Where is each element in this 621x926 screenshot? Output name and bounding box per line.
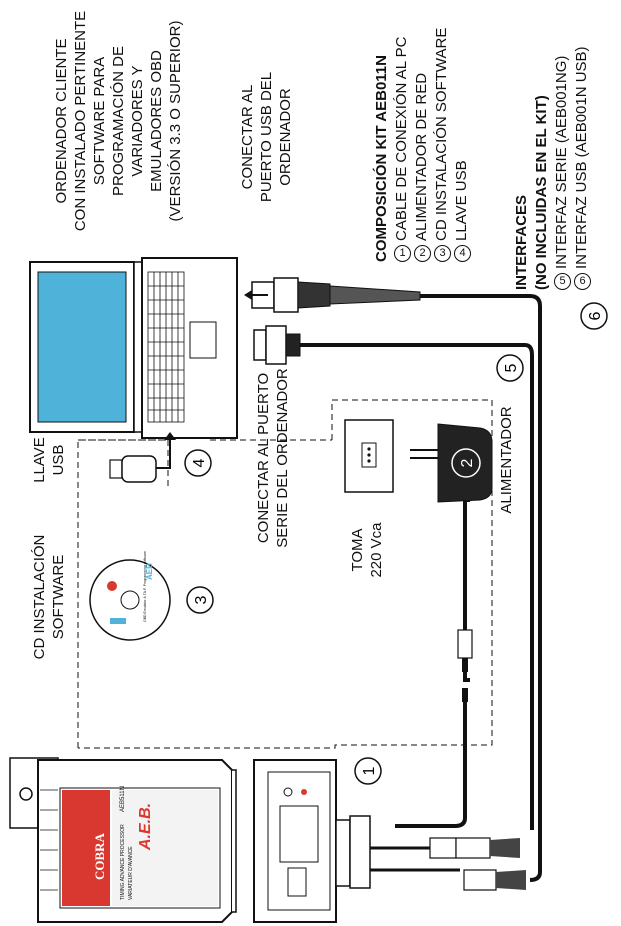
interfaces-list: INTERFACES (NO INCLUIDAS EN EL KIT) 5INT…	[512, 46, 592, 290]
interface-connector-usb	[463, 869, 526, 891]
label-computer-line: ORDENADOR CLIENTE	[53, 38, 70, 204]
callout-4: 4	[184, 449, 212, 477]
device-sub1: TIMING ADVANCE PROCESSOR	[120, 824, 126, 900]
label-computer-line: SOFTWARE PARA	[91, 56, 108, 186]
kit-item: 1CABLE DE CONEXIÓN AL PC	[392, 28, 412, 262]
callout-1: 1	[354, 757, 382, 785]
cable-usb-key	[156, 440, 171, 469]
interfaces-subtitle: (NO INCLUIDAS EN EL KIT)	[533, 95, 550, 290]
label-power-supply: ALIMENTADOR	[498, 406, 515, 514]
dashed-boundary	[77, 399, 493, 749]
laptop-screen	[37, 271, 127, 423]
label-usb-port: CONECTAR AL PUERTO USB DEL ORDENADOR	[238, 62, 295, 212]
kit-composition: COMPOSICIÓN KIT AEB011N 1CABLE DE CONEXI…	[372, 28, 472, 262]
laptop	[29, 257, 238, 439]
svg-text:5: 5	[503, 363, 520, 372]
label-computer-line: PROGRAMACIÓN DE	[110, 46, 127, 197]
label-usb-key: LLAVE USB	[30, 420, 68, 500]
cd-disc	[89, 559, 171, 641]
interface-item: 6INTERFAZ USB (AEB001N USB)	[572, 46, 592, 290]
laptop-touchpad	[189, 321, 217, 359]
barrel-connector	[457, 629, 473, 702]
device-label-red	[62, 790, 110, 906]
svg-text:2: 2	[459, 458, 476, 467]
label-computer-line: CON INSTALADO PERTINENTE	[72, 10, 89, 232]
callout-2: 2	[451, 448, 481, 478]
label-cd: CD INSTALACIÓN SOFTWARE	[30, 532, 68, 662]
label-usb-port-line: ORDENADOR	[277, 88, 294, 186]
device-brand: COBRA	[92, 832, 107, 880]
kit-item: 4LLAVE USB	[452, 28, 472, 262]
power-plug-pins	[410, 449, 438, 459]
device-sub2: VARIATEUR D'AVANCE	[128, 846, 134, 900]
label-socket-line: 220 Vca	[368, 522, 385, 578]
callout-3: 3	[186, 586, 214, 614]
cable-usb	[420, 294, 542, 330]
label-cd-line: CD INSTALACIÓN	[31, 534, 48, 660]
kit-item: 3CD INSTALACIÓN SOFTWARE	[432, 28, 452, 262]
cable-serial	[300, 343, 534, 830]
svg-text:1: 1	[361, 766, 378, 775]
label-serial-port-line: SERIE DEL ORDENADOR	[274, 368, 291, 548]
device-model: AEB511N	[120, 786, 126, 812]
svg-text:6: 6	[587, 311, 604, 320]
usb-cable-plug	[251, 277, 421, 313]
label-computer-line: EMULADORES OBD	[148, 50, 165, 192]
device-logo: A.E.B.	[137, 803, 154, 851]
cobra-device	[9, 757, 371, 923]
label-serial-port: CONECTAR AL PUERTO SERIE DEL ORDENADOR	[254, 368, 292, 548]
interface-connector-serial	[429, 837, 520, 859]
laptop-keyboard	[147, 271, 185, 423]
serial-cable-plug	[253, 325, 301, 365]
svg-text:3: 3	[193, 595, 210, 604]
label-usb-key-line: USB	[50, 444, 67, 476]
kit-title: COMPOSICIÓN KIT AEB011N	[373, 55, 390, 262]
label-serial-port-line: CONECTAR AL PUERTO	[255, 372, 272, 544]
label-usb-port-line: CONECTAR AL	[239, 84, 256, 190]
label-usb-key-line: LLAVE	[31, 437, 48, 483]
label-socket: TOMA 220 Vca	[348, 510, 386, 590]
callout-6: 6	[580, 302, 608, 330]
cable-power-2	[395, 700, 467, 828]
interfaces-title: INTERFACES	[513, 194, 530, 290]
callout-5: 5	[496, 354, 524, 382]
kit-item: 2ALIMENTADOR DE RED	[412, 28, 432, 262]
cd-brand: AEB	[145, 563, 154, 580]
cd-text: OBD Emulator & TA.P. Programming softwar…	[143, 551, 147, 622]
label-computer: ORDENADOR CLIENTE CON INSTALADO PERTINEN…	[52, 0, 185, 242]
label-usb-port-line: PUERTO USB DEL	[258, 71, 275, 203]
label-computer-line: VARIADORES Y	[129, 65, 146, 177]
cable-6	[529, 330, 542, 882]
svg-text:4: 4	[191, 458, 208, 467]
label-socket-line: TOMA	[349, 528, 366, 572]
usb-key	[109, 455, 157, 483]
interface-item: 5INTERFAZ SERIE (AEB001NG)	[552, 46, 572, 290]
label-cd-line: SOFTWARE	[50, 554, 67, 640]
label-computer-line: (VERSIÓN 3.3 O SUPERIOR)	[167, 20, 184, 222]
wall-socket	[344, 419, 394, 493]
